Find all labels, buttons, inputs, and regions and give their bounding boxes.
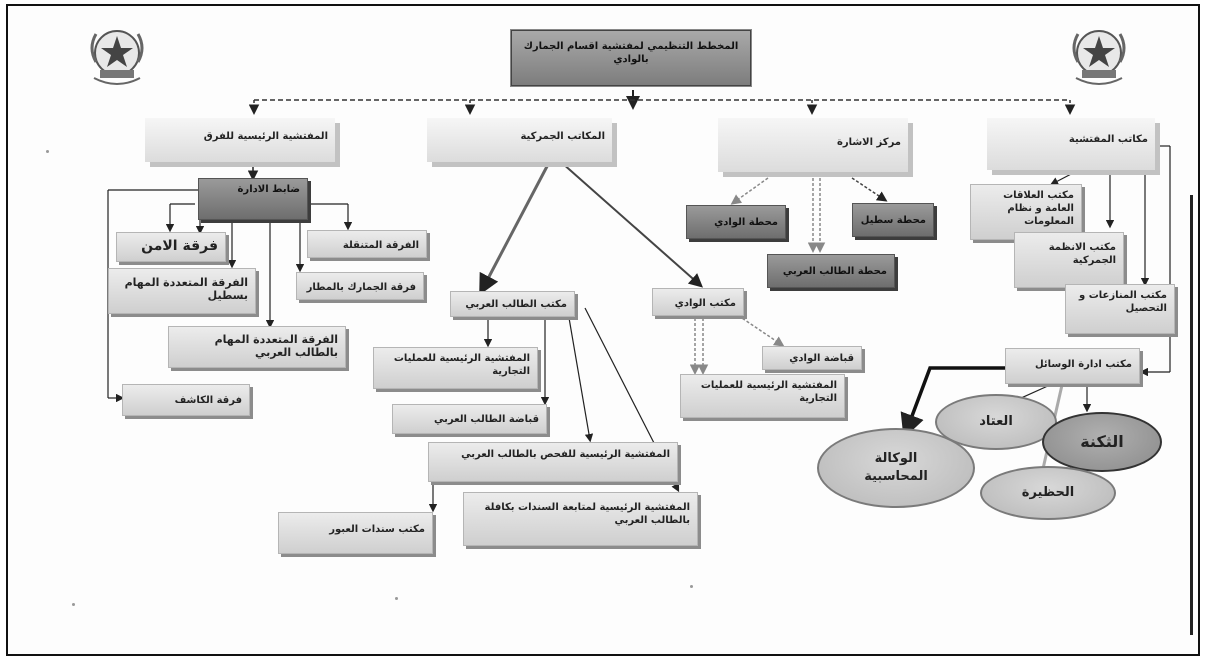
station-taleb: محطة الطالب العربي — [767, 254, 895, 288]
team-airport: فرقة الجمارك بالمطار — [296, 272, 424, 300]
commercial-ops-taleb: المفتشية الرئيسية للعمليات التجارية — [373, 347, 538, 389]
commercial-ops-oued: المفتشية الرئيسية للعمليات التجارية — [680, 374, 845, 418]
office-disputes: مكتب المنازعات و التحصيل — [1065, 284, 1175, 334]
team-mobile: الفرقة المتنقلة — [307, 230, 427, 258]
branch-signal: مركز الاشارة — [718, 118, 908, 172]
branch-offices: المكاتب الجمركية — [427, 118, 612, 162]
inspection-taleb: المفتشية الرئيسية للفحص بالطالب العربي — [428, 442, 678, 482]
team-multi-setil: الفرقة المتعددة المهام بسطيل — [108, 268, 256, 314]
station-oued: محطة الوادي — [686, 205, 786, 239]
team-multi-taleb: الفرقة المتعددة المهام بالطالب العربي — [168, 326, 346, 368]
right-edge-line — [1190, 195, 1193, 635]
followup-taleb: المفتشية الرئيسية لمتابعة السندات بكافلة… — [463, 492, 698, 546]
customs-emblem-left — [90, 30, 144, 85]
office-public-relations: مكتب العلاقات العامة و نظام المعلومات — [970, 184, 1082, 240]
branch-teams: المفتشية الرئيسية للفرق — [145, 118, 335, 162]
office-means-admin: مكتب ادارة الوسائل — [1005, 348, 1140, 384]
chart-title: المخطط التنظيمي لمفتشية اقسام الجمارك با… — [523, 41, 739, 65]
office-customs-regimes: مكتب الانظمة الجمركية — [1014, 232, 1124, 288]
team-security: فرقة الامن — [116, 232, 226, 262]
station-setil: محطة سطيل — [852, 203, 934, 237]
customs-emblem-right — [1072, 30, 1126, 85]
office-taleb: مكتب الطالب العربي — [450, 291, 575, 317]
transit-office: مكتب سندات العبور — [278, 512, 433, 554]
revenue-oued: قباضة الوادي — [762, 346, 862, 370]
ellipse-accounting: الوكالة المحاسبية — [817, 428, 975, 508]
office-oued: مكتب الوادي — [652, 288, 744, 316]
ellipse-garage: الحظيرة — [980, 466, 1116, 520]
admin-officer: ضابط الادارة — [198, 178, 308, 220]
scan-speck — [690, 585, 693, 588]
branch-inspectorate: مكاتب المفتشية — [987, 118, 1155, 170]
scan-speck — [395, 597, 398, 600]
scan-speck — [46, 150, 49, 153]
revenue-taleb: قباضة الطالب العربي — [392, 404, 547, 434]
scan-speck — [72, 603, 75, 606]
ellipse-equipment: العتاد — [935, 394, 1057, 450]
chart-title-box: المخطط التنظيمي لمفتشية اقسام الجمارك با… — [511, 30, 751, 86]
team-detector: فرقة الكاشف — [122, 384, 250, 416]
ellipse-barracks: الثكنة — [1042, 412, 1162, 472]
